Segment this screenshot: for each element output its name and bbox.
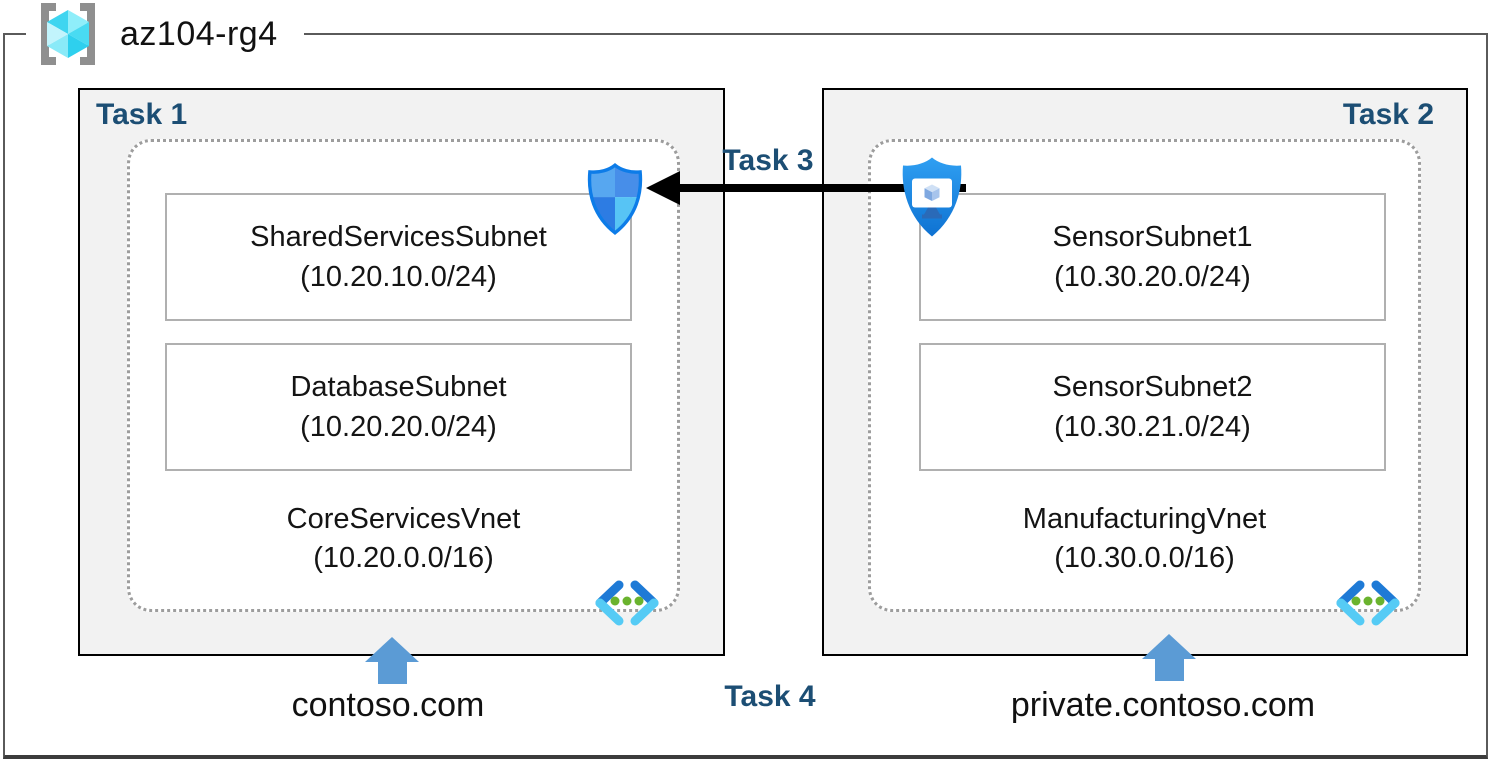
resource-group-header: az104-rg4	[26, 0, 304, 68]
core-services-vnet-boundary: SharedServicesSubnet (10.20.10.0/24) Dat…	[127, 139, 680, 626]
vnet-cidr: (10.30.0.0/16)	[1054, 542, 1235, 574]
sensor-subnet2-box: SensorSubnet2 (10.30.21.0/24)	[919, 343, 1386, 471]
vnet-name: ManufacturingVnet	[1022, 503, 1267, 535]
subnet-cidr: (10.30.20.0/24)	[1054, 261, 1251, 293]
sensor-subnet1-box: SensorSubnet1 (10.30.20.0/24)	[919, 193, 1386, 321]
resource-group-frame	[3, 33, 1488, 759]
bastion-icon	[902, 157, 962, 237]
arrow-stem	[378, 662, 407, 684]
task2-box: Task 2 SensorSubnet1 (10.30.20.0/24) Sen…	[822, 88, 1468, 656]
shared-services-subnet-box: SharedServicesSubnet (10.20.10.0/24)	[165, 193, 632, 321]
resource-group-icon	[41, 3, 95, 65]
network-security-group-icon	[587, 162, 643, 235]
task3-peering-arrow	[646, 171, 966, 205]
private-contoso-dns-label: private.contoso.com	[1010, 686, 1316, 724]
vnet-name: CoreServicesVnet	[286, 503, 521, 535]
core-services-vnet-label: CoreServicesVnet (10.20.0.0/16)	[130, 500, 677, 578]
resource-group-name: az104-rg4	[120, 14, 278, 53]
subnet-cidr: (10.30.21.0/24)	[1054, 411, 1251, 443]
task1-title: Task 1	[96, 98, 188, 131]
task4-label: Task 4	[724, 680, 816, 713]
arrow-head	[365, 637, 419, 662]
virtual-network-icon	[1336, 580, 1400, 626]
manufacturing-vnet-boundary: SensorSubnet1 (10.30.20.0/24) SensorSubn…	[868, 139, 1421, 626]
subnet-name: SensorSubnet1	[1052, 221, 1253, 253]
manufacturing-vnet-label: ManufacturingVnet (10.30.0.0/16)	[871, 500, 1418, 578]
virtual-network-icon	[595, 580, 659, 626]
arrow-head	[1142, 634, 1196, 659]
task3-label: Task 3	[722, 144, 814, 177]
contoso-dns-label: contoso.com	[291, 686, 485, 724]
subnet-name: DatabaseSubnet	[290, 371, 507, 403]
private-contoso-dns-up-arrow-icon	[1142, 634, 1197, 681]
subnet-name: SharedServicesSubnet	[250, 221, 547, 253]
vnet-cidr: (10.20.0.0/16)	[313, 542, 494, 574]
subnet-cidr: (10.20.10.0/24)	[300, 261, 497, 293]
task1-box: Task 1 SharedServicesSubnet (10.20.10.0/…	[78, 88, 725, 656]
subnet-name: SensorSubnet2	[1052, 371, 1253, 403]
subnet-cidr: (10.20.20.0/24)	[300, 411, 497, 443]
arrow-stem	[1155, 659, 1184, 681]
contoso-dns-up-arrow-icon	[365, 637, 420, 684]
task2-title: Task 2	[1342, 98, 1434, 131]
database-subnet-box: DatabaseSubnet (10.20.20.0/24)	[165, 343, 632, 471]
